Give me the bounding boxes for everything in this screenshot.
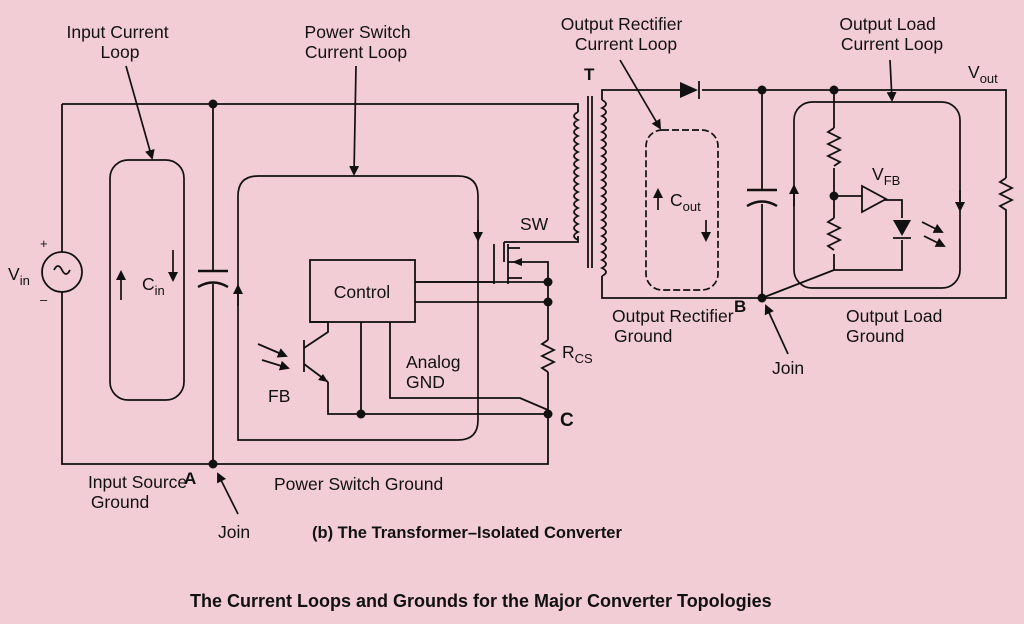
- output-rectifier-current-loop-label: Output Rectifier Current Loop: [561, 14, 687, 54]
- vfb-label: VFB: [872, 164, 900, 188]
- transformer: [573, 96, 607, 277]
- cout-label: Cout: [670, 190, 701, 214]
- load-resistor: [997, 177, 1015, 212]
- output-diode: [680, 81, 700, 99]
- rcs-label: RCS: [562, 342, 593, 366]
- fb-label: FB: [268, 386, 290, 406]
- input-current-loop-label: Input Current Loop: [66, 22, 173, 62]
- join-label-left: Join: [218, 522, 250, 542]
- node-c-dot: [543, 409, 553, 419]
- output-load-ground-label: Output Load Ground: [846, 306, 947, 346]
- node-a-label: A: [184, 469, 196, 488]
- secondary-wiring: [601, 89, 1007, 299]
- vin-plus: +: [40, 236, 48, 251]
- output-rectifier-ground-label: Output Rectifier Ground: [612, 306, 738, 346]
- control-block: [309, 259, 416, 323]
- pointer-arrows: [125, 59, 897, 515]
- power-switch-current-loop: [237, 175, 479, 441]
- rcs-resistor: [539, 339, 557, 373]
- cin-capacitor: [197, 269, 229, 289]
- transformer-label: T: [584, 65, 595, 84]
- divider-resistor-top: [825, 127, 843, 167]
- vin-source: [41, 251, 83, 293]
- power-switch-current-loop-label: Power Switch Current Loop: [305, 22, 416, 62]
- node-b-dot: [757, 293, 767, 303]
- power-switch-ground-label: Power Switch Ground: [274, 474, 443, 494]
- node-c-label: C: [560, 410, 574, 431]
- vin-label: Vin: [8, 264, 30, 288]
- divider-resistor-bottom: [825, 217, 843, 251]
- primary-wiring: [61, 103, 579, 465]
- opto-led: [893, 220, 946, 247]
- vout-label: Vout: [968, 62, 998, 86]
- analog-gnd-label: Analog GND: [406, 352, 465, 392]
- error-amplifier: [861, 184, 888, 214]
- node-b-label: B: [734, 297, 746, 316]
- vin-minus: –: [40, 292, 48, 307]
- sw-label: SW: [520, 214, 549, 234]
- fb-phototransistor: [257, 321, 329, 383]
- output-load-current-loop-label: Output Load Current Loop: [839, 14, 943, 54]
- join-label-right: Join: [772, 358, 804, 378]
- power-switch-mosfet: [415, 241, 522, 284]
- cout-capacitor: [746, 188, 778, 208]
- cin-label: Cin: [142, 274, 165, 298]
- input-current-loop: [109, 159, 185, 401]
- control-label: Control: [334, 282, 390, 302]
- node-a-dot: [208, 459, 218, 469]
- junction-dots: [208, 85, 839, 469]
- figure-title: The Current Loops and Grounds for the Ma…: [190, 591, 772, 611]
- input-source-ground-label: Input Source Ground: [88, 472, 192, 512]
- output-rectifier-current-loop: [645, 129, 719, 291]
- diagram-caption: (b) The Transformer–Isolated Converter: [312, 524, 622, 542]
